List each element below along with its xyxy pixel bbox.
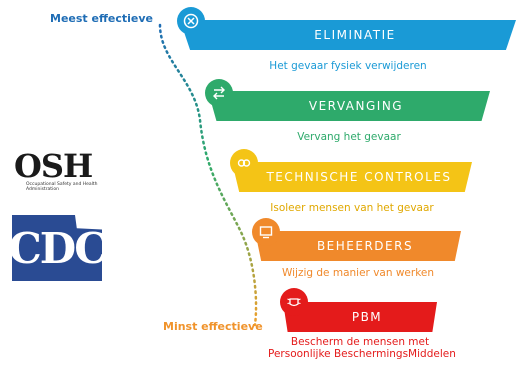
level-ppe-bar: PBM (283, 302, 437, 332)
level-ppe-title: PBM (351, 310, 383, 324)
level-engineering-controls-bar: TECHNISCHE CONTROLES (232, 162, 472, 192)
level-administrative-description: Wijzig de manier van werken (281, 267, 435, 279)
circle-x-icon (177, 7, 205, 35)
level-ppe-description-line1: Bescherm de mensen met (290, 336, 430, 348)
level-ppe-description-line2: Persoonlijke BeschermingsMiddelen (268, 348, 456, 360)
face-mask-icon (280, 288, 308, 316)
level-substitution-bar: VERVANGING (208, 91, 490, 121)
level-elimination-bar: ELIMINATIE (180, 20, 516, 50)
most-effective-label: Meest effectieve (50, 12, 153, 25)
level-engineering-controls-title: TECHNISCHE CONTROLES (266, 170, 452, 184)
link-icon (230, 149, 258, 177)
osha-logo: OSH Occupational Safety and Health Admin… (14, 147, 98, 192)
swap-arrows-icon (205, 79, 233, 107)
level-substitution-title: VERVANGING (308, 99, 404, 113)
level-substitution-description: Vervang het gevaar (297, 131, 401, 143)
level-elimination-title: ELIMINATIE (314, 28, 396, 42)
level-administrative-bar: BEHEERDERS (255, 231, 461, 261)
level-administrative-title: BEHEERDERS (316, 239, 414, 253)
least-effective-label: Minst effectieve (163, 320, 263, 333)
level-elimination-description: Het gevaar fysiek verwijderen (269, 60, 427, 72)
level-ppe-description: Bescherm de mensen met Persoonlijke Besc… (268, 336, 456, 360)
level-engineering-controls-description: Isoleer mensen van het gevaar (270, 202, 434, 214)
monitor-icon (252, 218, 280, 246)
